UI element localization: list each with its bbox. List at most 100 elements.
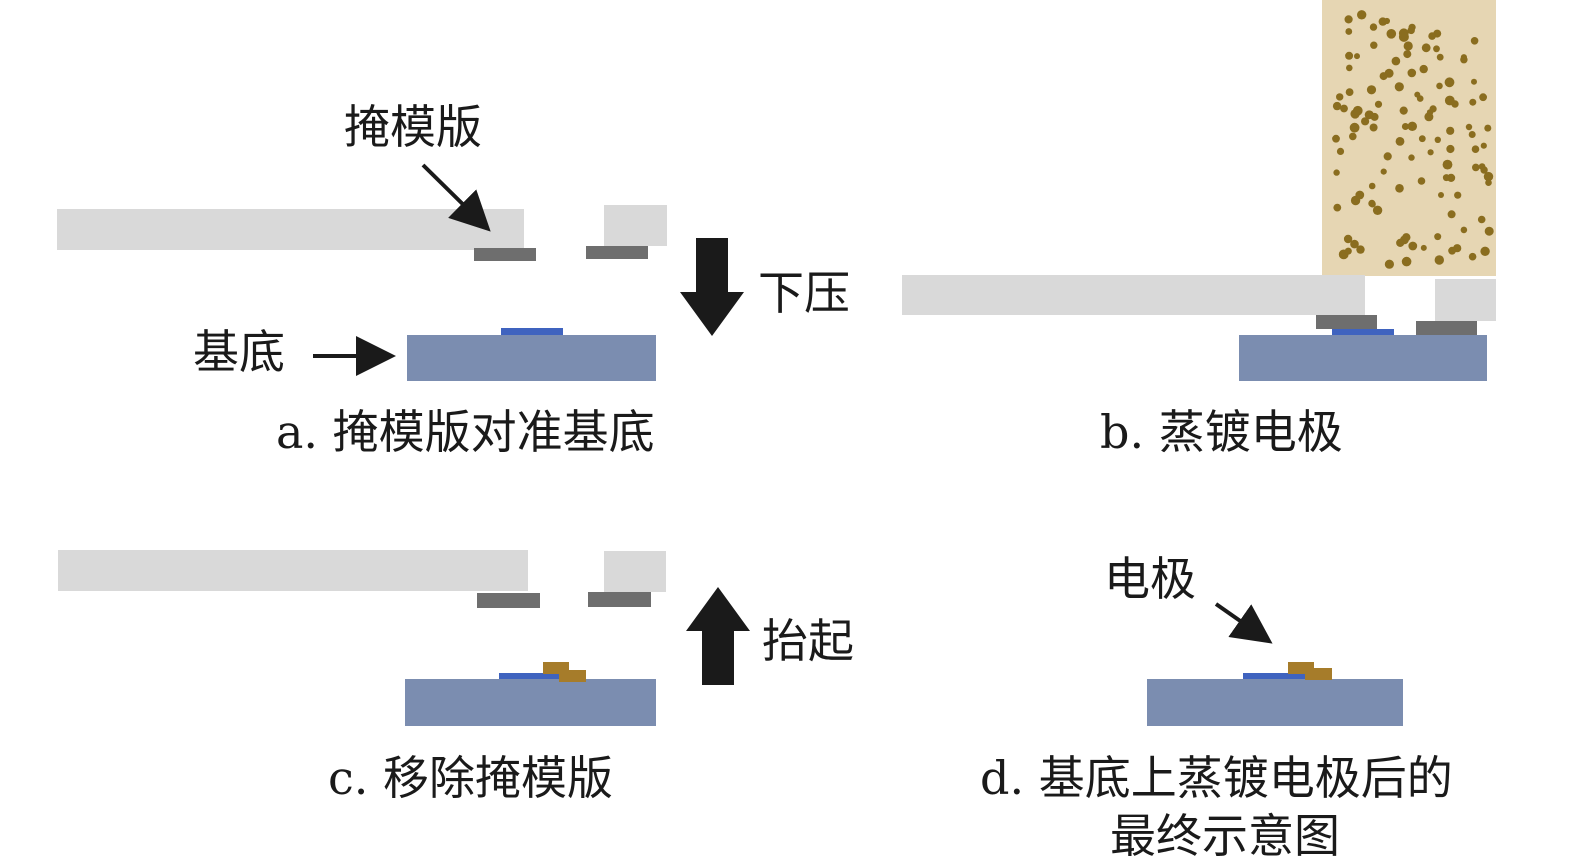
vapor-particle [1391, 56, 1401, 66]
channel-layer [1332, 329, 1394, 335]
vapor-particle [1369, 23, 1378, 31]
substrate [1239, 335, 1487, 381]
mask-pad-left [474, 248, 536, 261]
vapor-particle [1480, 246, 1490, 256]
mask-pad-right [588, 592, 651, 607]
vapor-particle [1332, 101, 1342, 111]
vapor-particle [1442, 174, 1450, 182]
vapor-particle [1479, 93, 1487, 102]
substrate [407, 335, 656, 381]
vapor-particle [1472, 163, 1480, 172]
mask-pad-left [1316, 315, 1377, 329]
vapor-particle [1447, 210, 1456, 219]
vapor-particle [1366, 85, 1377, 95]
vapor-particle [1465, 123, 1473, 131]
channel-layer [1243, 673, 1305, 679]
mask-label: 掩模版 [344, 100, 482, 154]
caption-b: b. 蒸镀电极 [1100, 405, 1343, 459]
vapor-particle [1483, 171, 1494, 182]
mask-plate-right [1435, 279, 1496, 321]
vapor-particle [1368, 199, 1376, 207]
vapor-particle [1418, 135, 1426, 143]
vapor-particle [1379, 72, 1388, 81]
caption-d-line1: d. 基底上蒸镀电极后的 [980, 751, 1453, 805]
vapor-particle [1471, 78, 1477, 85]
vapor-particle [1403, 41, 1413, 51]
vapor-particle [1344, 15, 1353, 24]
vapor-particle [1349, 122, 1360, 133]
vapor-particle [1421, 43, 1431, 53]
vapor-particle [1407, 68, 1417, 78]
vapor-particles [1332, 10, 1494, 269]
vapor-particle [1386, 29, 1397, 39]
vapor-particle [1401, 256, 1412, 267]
vapor-particle [1399, 106, 1408, 115]
vapor-particle [1438, 192, 1444, 198]
substrate [405, 679, 656, 726]
vapor-particle [1419, 64, 1428, 74]
vapor-particle [1343, 234, 1353, 244]
vapor-particle [1353, 105, 1363, 116]
vapor-particle [1460, 56, 1468, 64]
vapor-particle [1468, 131, 1476, 138]
mask-plate-left [58, 550, 528, 591]
caption-d-line2: 最终示意图 [1110, 809, 1340, 863]
vapor-particle [1427, 149, 1434, 156]
vapor-particle [1480, 142, 1487, 149]
mask-pointer-arrow [421, 163, 491, 232]
vapor-particle [1372, 205, 1383, 215]
vapor-particle [1395, 184, 1404, 193]
vapor-particle [1346, 64, 1353, 72]
vapor-particle [1417, 177, 1426, 185]
vapor-particle [1350, 195, 1361, 206]
vapor-particle [1436, 82, 1443, 90]
electrode-pointer-arrow [1214, 602, 1273, 644]
vapor-particle [1401, 123, 1409, 130]
vapor-particle [1444, 95, 1455, 106]
vapor-particle [1436, 53, 1444, 61]
vapor-particle [1394, 82, 1404, 92]
press-label: 下压 [758, 266, 850, 320]
vapor-particle [1428, 32, 1436, 40]
panel-c: 抬起 c. 移除掩模版 [58, 550, 854, 805]
mask-pad-right [1416, 321, 1477, 335]
panel-b: b. 蒸镀电极 [902, 0, 1496, 459]
vapor-particle [1333, 169, 1340, 176]
lift-up-arrow [686, 587, 750, 685]
mask-plate-right [604, 205, 667, 246]
press-down-arrow [680, 238, 744, 336]
vapor-particle [1374, 100, 1383, 108]
mask-plate-right [604, 551, 666, 592]
vapor-particle [1361, 117, 1370, 126]
vapor-particle [1333, 203, 1342, 212]
caption-c: c. 移除掩模版 [328, 751, 613, 805]
vapor-particle [1448, 246, 1456, 255]
mask-pad-left [477, 593, 540, 608]
vapor-particle [1407, 26, 1415, 35]
mask-pad-right [586, 246, 648, 259]
mask-plate-left [902, 275, 1365, 315]
vapor-particle [1344, 247, 1352, 255]
panel-a: 掩模版 基底 下压 a. 掩模版对准基底 [57, 100, 850, 459]
vapor-particle [1484, 226, 1494, 236]
vapor-particle [1369, 123, 1378, 132]
vapor-particle [1468, 252, 1477, 261]
panel-d: 电极 d. 基底上蒸镀电极后的 最终示意图 [980, 552, 1453, 863]
substrate-label: 基底 [193, 325, 285, 379]
vapor-particle [1336, 93, 1344, 101]
caption-a: a. 掩模版对准基底 [276, 405, 655, 459]
vapor-particle [1356, 245, 1365, 254]
vapor-particle [1384, 259, 1394, 269]
mask-plate-left [57, 209, 524, 250]
vapor-particle [1345, 88, 1354, 96]
vapor-particle [1470, 37, 1479, 45]
channel-layer [499, 673, 562, 679]
vapor-particle [1349, 132, 1357, 141]
vapor-particle [1433, 45, 1440, 53]
vapor-particle [1414, 91, 1421, 98]
vapor-particle [1336, 147, 1345, 155]
vapor-particle [1454, 191, 1462, 199]
vapor-particle [1370, 41, 1378, 49]
vapor-particle [1350, 239, 1359, 249]
